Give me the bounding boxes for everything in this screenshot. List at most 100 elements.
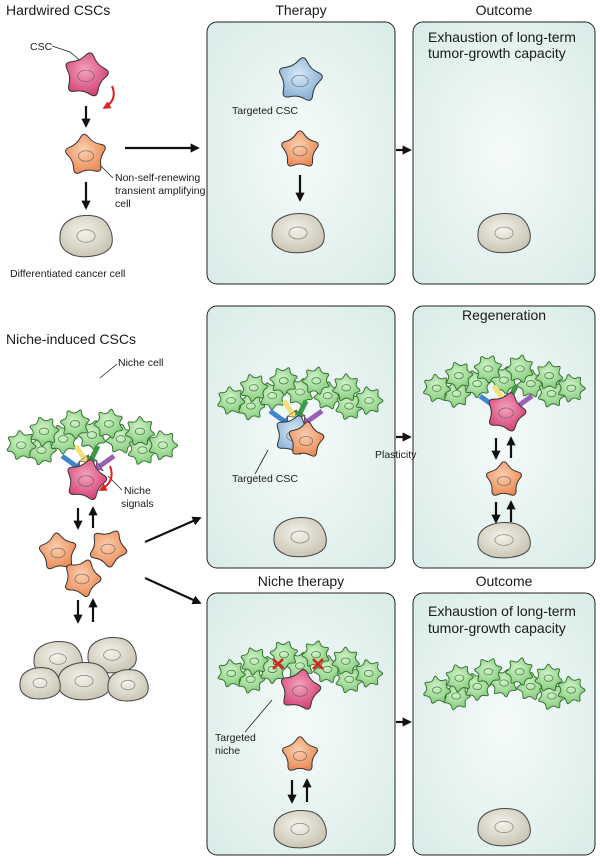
niche-transient-1	[38, 532, 77, 570]
regen-niche-cell	[423, 373, 452, 402]
niche-differentiated-5	[107, 669, 149, 702]
targeted-niche-cell	[355, 386, 384, 415]
niche-targeted-label: Targeted CSC	[232, 473, 298, 485]
targeted-signal-green	[297, 399, 309, 415]
arrow-niche-to-targeted	[144, 516, 202, 544]
niche-signals-label-2: signals	[121, 498, 154, 510]
ob-differentiated-cell	[477, 808, 531, 847]
targeted-niche-cell	[217, 386, 246, 415]
outcome-bottom-line2: tumor-growth capacity	[428, 620, 566, 636]
niche-targeted-differentiated	[273, 517, 327, 558]
regen-niche-cell	[505, 354, 534, 383]
left-niche-cell	[125, 416, 155, 446]
regen-niche-cell	[445, 361, 474, 391]
left-signal-green	[89, 444, 101, 460]
regen-csc-cell	[488, 392, 527, 432]
cells	[6, 52, 586, 849]
nt-niche-cell	[217, 659, 246, 688]
arrows	[73, 106, 516, 804]
regen-niche-cell	[558, 374, 586, 403]
ob-niche-cell	[557, 675, 586, 705]
niche-cell-label: Niche cell	[118, 357, 164, 369]
niche-signals-label-1: Niche	[124, 485, 151, 497]
left-signal-yellow	[73, 444, 87, 460]
therapy-header: Therapy	[275, 2, 326, 18]
targeted-niche-label-2: niche	[215, 745, 240, 757]
csc-cell	[65, 52, 109, 97]
plasticity-label: Plasticity	[375, 449, 417, 461]
regen-niche-cell	[535, 361, 564, 389]
niche-differentiated-3	[57, 662, 111, 701]
regen-signal-purple	[516, 393, 534, 409]
regen-signal-yellow	[491, 384, 505, 400]
left-niche-cell	[93, 408, 124, 439]
blocked-signal-x-2	[312, 658, 324, 670]
transient-label-2: transient amplifying	[115, 185, 206, 197]
niche-therapy-header: Niche therapy	[258, 573, 344, 589]
niche-differentiated-2	[87, 637, 137, 674]
ob-niche-cell	[474, 658, 503, 687]
differentiated-label: Differentiated cancer cell	[10, 268, 125, 280]
outcome-top-header: Outcome	[476, 2, 533, 18]
text-labels: Hardwired CSCs Therapy Outcome Exhaustio…	[6, 2, 576, 757]
nt-niche-cell	[240, 647, 269, 676]
left-niche-cell	[148, 430, 179, 461]
outcome-bottom-panel	[412, 592, 596, 856]
niche-transient-3	[65, 559, 102, 598]
niche-csc-cell	[67, 459, 108, 501]
nt-niche-cell	[331, 646, 360, 675]
niche-transient-2	[89, 530, 128, 568]
differentiated-cell	[59, 215, 113, 258]
left-niche-cell	[59, 409, 90, 440]
left-niche-cell	[29, 416, 60, 447]
nt-transient-cell	[282, 736, 318, 771]
arrow-niche-to-niche-therapy	[144, 576, 202, 605]
self-renewal-arrow-top	[102, 85, 115, 109]
left-signal-blue	[60, 453, 78, 469]
csc-label: CSC	[30, 41, 53, 53]
panels	[206, 21, 596, 856]
left-signal-purple	[98, 453, 116, 469]
targeted-signal-blue	[268, 408, 286, 424]
nt-differentiated-cell	[273, 810, 327, 849]
self-renewal-arrow-niche	[98, 465, 113, 491]
targeted-niche-cell	[301, 366, 330, 395]
outcome-top-differentiated-cell	[477, 213, 531, 254]
niche-targeted-transient	[288, 421, 325, 457]
therapy-transient-cell	[281, 130, 319, 167]
nt-niche-cell	[355, 659, 384, 688]
outcome-top-panel	[412, 21, 596, 285]
targeted-signal-yellow	[281, 399, 295, 415]
therapy-differentiated-cell	[271, 213, 325, 254]
outcome-top-line1: Exhaustion of long-term	[428, 29, 576, 45]
outcome-bottom-line1: Exhaustion of long-term	[428, 603, 576, 619]
targeted-signal-purple	[306, 408, 324, 424]
regen-transient-cell	[486, 461, 522, 496]
outcome-bottom-header: Outcome	[476, 573, 533, 589]
targeted-niche-cell	[332, 373, 361, 401]
therapy-targeted-label: Targeted CSC	[232, 105, 298, 117]
niche-targeted-leader	[254, 449, 269, 475]
ob-niche-cell	[423, 675, 452, 704]
ob-niche-cell	[534, 663, 563, 692]
ob-niche-cell	[445, 664, 474, 693]
hardwired-title: Hardwired CSCs	[6, 2, 110, 18]
blocked-signal-x-1	[272, 658, 284, 670]
targeted-niche-label-1: Targeted	[215, 732, 256, 744]
ob-niche-cell	[505, 657, 533, 686]
transient-leader	[99, 164, 114, 179]
left-niche-cell	[6, 430, 37, 460]
transient-label-3: cell	[115, 198, 131, 210]
niche-differentiated-4	[19, 667, 61, 700]
csc-leader	[51, 45, 83, 63]
niche-cell-leader	[99, 363, 118, 379]
targeted-niche-leader	[244, 699, 273, 733]
targeted-niche-cell	[240, 374, 269, 403]
therapy-targeted-csc	[279, 57, 323, 101]
regeneration-header: Regeneration	[462, 307, 546, 323]
targeted-niche-cell	[269, 367, 298, 396]
transient-label-1: Non-self-renewing	[115, 172, 200, 184]
outcome-top-line2: tumor-growth capacity	[428, 45, 566, 61]
